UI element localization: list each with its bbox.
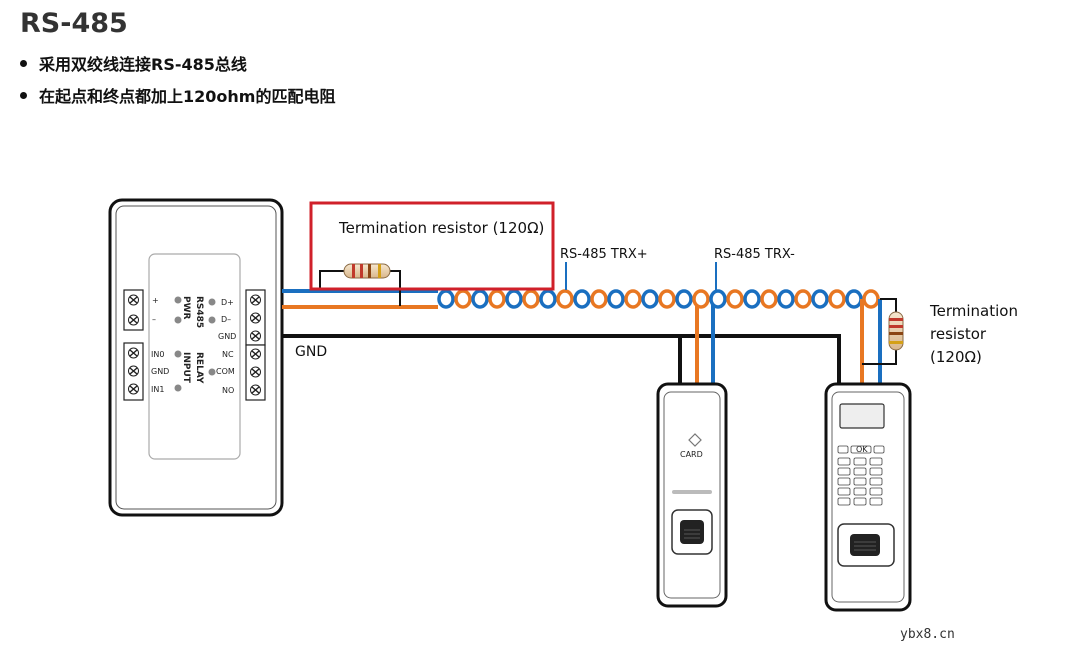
twist-loop — [624, 289, 642, 309]
input-gnd-label: GND — [151, 367, 169, 376]
twist-loop — [556, 289, 574, 309]
bullet-twisted-pair: 采用双绞线连接RS-485总线 — [20, 51, 247, 75]
keypad-key — [869, 487, 883, 496]
watermark: ybx8.cn — [900, 627, 955, 642]
rs485-gnd-label: GND — [218, 332, 236, 341]
bullet-termination: 在起点和终点都加上120ohm的匹配电阻 — [20, 83, 335, 107]
twist-loop — [437, 289, 455, 309]
keypad-key — [837, 477, 851, 486]
left-termination-label: Termination resistor (120Ω) — [338, 219, 544, 237]
right-termination-line1: Termination — [929, 302, 1018, 320]
twist-loop — [539, 289, 557, 309]
bullet-text: 采用双绞线连接RS-485总线 — [39, 55, 247, 74]
bullet-text: 在起点和终点都加上120ohm的匹配电阻 — [39, 87, 336, 106]
fingerprint-sensor — [850, 534, 880, 556]
twist-loop — [845, 289, 863, 309]
pwr-terminal-block — [123, 289, 144, 331]
com-label: COM — [216, 367, 235, 376]
fingerprint-sensor — [680, 520, 704, 544]
bullet-dot — [20, 92, 27, 99]
card-fingerprint-reader: CARD — [656, 382, 728, 608]
trx-minus-label: RS-485 TRX- — [714, 247, 795, 262]
twist-loop — [641, 289, 659, 309]
input-label: INPUT — [181, 352, 191, 384]
pwr-plus-label: + — [152, 296, 159, 305]
keypad-key — [853, 477, 867, 486]
page-title: RS-485 — [20, 8, 128, 39]
pwr-minus-label: – — [152, 315, 156, 324]
keypad-key — [837, 497, 851, 506]
twist-loop — [760, 289, 778, 309]
rs485-terminal-block — [245, 289, 266, 346]
left-termination-resistor — [319, 263, 401, 306]
keypad: OK — [837, 445, 885, 506]
no-label: NO — [222, 386, 234, 395]
twist-loop — [862, 289, 880, 309]
twist-loop — [811, 289, 829, 309]
keypad-key — [869, 477, 883, 486]
twist-loop — [675, 289, 693, 309]
twist-loop — [726, 289, 744, 309]
keypad-key — [837, 487, 851, 496]
twist-loop — [777, 289, 795, 309]
keypad-key — [869, 497, 883, 506]
twist-loop — [505, 289, 523, 309]
keypad-key — [853, 457, 867, 466]
twist-loop — [658, 289, 676, 309]
twist-loop — [471, 289, 489, 309]
keypad-fingerprint-reader: OK — [824, 382, 912, 612]
twist-loop — [454, 289, 472, 309]
relay-label: RELAY — [194, 352, 204, 384]
trx-plus-label: RS-485 TRX+ — [560, 247, 648, 262]
twist-loop — [828, 289, 846, 309]
twist-loop — [607, 289, 625, 309]
in0-label: IN0 — [151, 350, 164, 359]
twist-loop — [709, 289, 727, 309]
twist-loop — [488, 289, 506, 309]
in1-label: IN1 — [151, 385, 164, 394]
bullet-dot — [20, 60, 27, 67]
twist-loop — [590, 289, 608, 309]
controller-unit: + – PWR RS485 D+ D– GND IN0 GND IN1 INPU… — [108, 198, 284, 517]
twisted-pair — [437, 289, 880, 309]
keypad-key — [853, 497, 867, 506]
right-termination-line2: resistor — [930, 325, 987, 343]
d-minus-label: D– — [221, 315, 231, 324]
highlight-box — [309, 201, 555, 291]
pwr-label: PWR — [181, 296, 191, 320]
gnd-wire — [282, 334, 841, 390]
twist-loop — [573, 289, 591, 309]
keypad-keys — [837, 457, 883, 506]
keypad-key — [853, 467, 867, 476]
nc-label: NC — [222, 350, 234, 359]
d-plus-label: D+ — [221, 298, 234, 307]
keypad-key — [853, 487, 867, 496]
keypad-ok-label: OK — [856, 445, 868, 454]
twist-loop — [743, 289, 761, 309]
right-termination-line3: (120Ω) — [930, 348, 982, 366]
right-termination-resistor — [862, 298, 904, 365]
twist-loop — [692, 289, 710, 309]
input-terminal-block — [123, 342, 144, 401]
keypad-key — [837, 467, 851, 476]
keypad-key — [837, 457, 851, 466]
lcd-screen — [839, 403, 885, 429]
twist-loop — [794, 289, 812, 309]
twist-loop — [522, 289, 540, 309]
gnd-label: GND — [295, 344, 327, 360]
relay-terminal-block — [245, 344, 266, 401]
card-icon — [688, 433, 702, 447]
card-label: CARD — [680, 450, 703, 459]
keypad-key — [869, 467, 883, 476]
keypad-key — [869, 457, 883, 466]
rs485-label: RS485 — [194, 296, 204, 328]
